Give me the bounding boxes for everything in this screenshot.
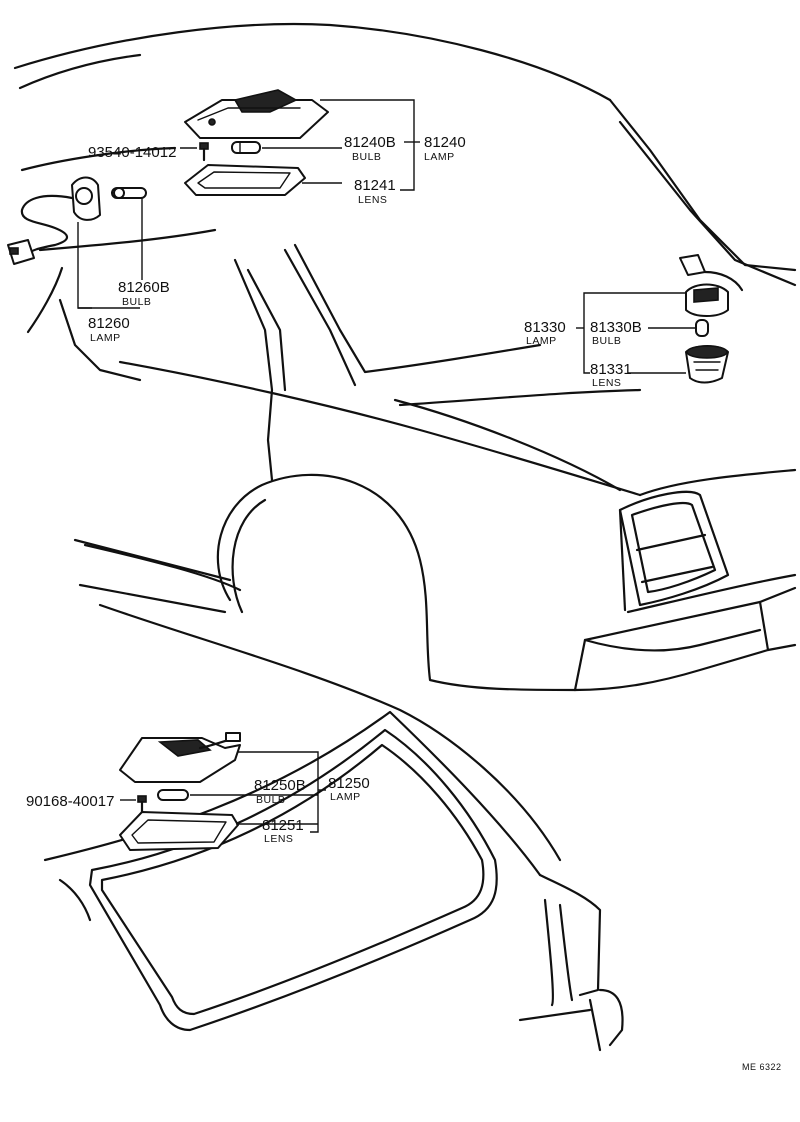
label-81331: 81331 (590, 361, 632, 378)
label-81330b-desc: BULB (592, 335, 621, 347)
label-81241-desc: LENS (358, 194, 387, 206)
label-81251-desc: LENS (264, 833, 293, 845)
label-81240: 81240 (424, 134, 466, 151)
diagram-code: ME 6322 (742, 1062, 782, 1072)
label-81331-desc: LENS (592, 377, 621, 389)
lamp-81330-leaders (576, 292, 696, 374)
lens-81241-drawing (184, 164, 306, 196)
bulb-81260b-drawing (111, 187, 147, 199)
label-81330: 81330 (524, 319, 566, 336)
bulb-81330b-drawing (695, 319, 709, 337)
label-81240-desc: LAMP (424, 151, 455, 163)
lamp-81260-drawing (7, 176, 101, 265)
label-93540-14012: 93540-14012 (88, 144, 176, 161)
label-81250b-desc: BULB (256, 794, 285, 806)
label-81260b-desc: BULB (122, 296, 151, 308)
label-81260b: 81260B (118, 279, 170, 296)
lamp-81260-leaders (77, 198, 143, 309)
label-81251: 81251 (262, 817, 304, 834)
label-81240b: 81240B (344, 134, 396, 151)
lens-81331-drawing (685, 345, 729, 384)
screw-90168-40017-drawing (137, 795, 147, 814)
label-81250-desc: LAMP (330, 791, 361, 803)
lens-81251-drawing (119, 811, 239, 851)
lamp-81330-drawing (679, 254, 744, 317)
label-81250b: 81250B (254, 777, 306, 794)
bulb-81240b-drawing (231, 141, 261, 154)
lamp-81250-leaders (120, 751, 326, 833)
label-90168-40017: 90168-40017 (26, 793, 114, 810)
label-81330b: 81330B (590, 319, 642, 336)
room-lamp-leaders (180, 99, 420, 191)
screw-93540-14012-drawing (199, 142, 209, 162)
lamp-81250-drawing (119, 732, 241, 783)
label-81241: 81241 (354, 177, 396, 194)
part-labels: 93540-14012 81240B BULB 81240 LAMP 81241… (26, 134, 782, 1072)
label-81330-desc: LAMP (526, 335, 557, 347)
label-81250: 81250 (328, 775, 370, 792)
bulb-81250b-drawing (157, 789, 189, 801)
label-81240b-desc: BULB (352, 151, 381, 163)
car-body-outline (13, 22, 797, 862)
room-lamp-81240-housing (184, 89, 329, 139)
label-81260: 81260 (88, 315, 130, 332)
label-81260-desc: LAMP (90, 332, 121, 344)
